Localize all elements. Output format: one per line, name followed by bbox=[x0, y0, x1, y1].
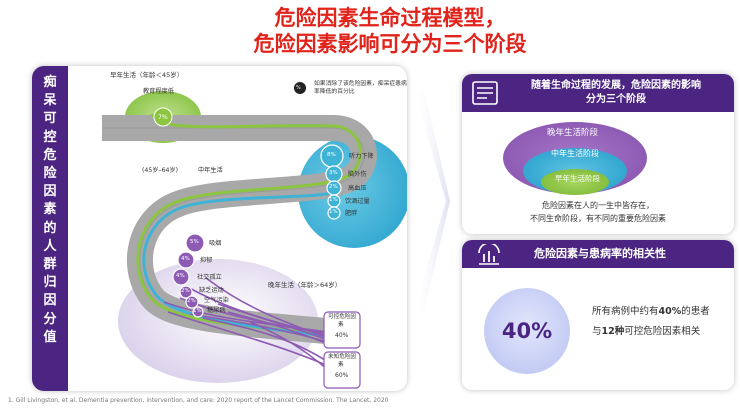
legend-text-1: 如果消除了该危险因素，痴呆症患病 bbox=[314, 81, 407, 87]
legend-symbol: % bbox=[296, 85, 301, 91]
stages-caption-line1: 危险因素在人的一生中皆存在， bbox=[542, 201, 654, 210]
mid-factor-label: 听力下降 bbox=[349, 153, 374, 160]
vertical-title-char: 呆 bbox=[43, 93, 57, 109]
vertical-title-char: 因 bbox=[43, 184, 57, 200]
vertical-title-char: 因 bbox=[43, 293, 57, 309]
late-factor-pct: 2% bbox=[187, 298, 196, 304]
late-factor-label: 缺乏运动 bbox=[199, 287, 224, 294]
legend-symbol-dot bbox=[294, 82, 306, 94]
life-course-model-panel: 痴呆可控危险因素的人群归因分值 bbox=[32, 66, 407, 391]
modifiable-factors-box bbox=[323, 311, 361, 349]
page-title-line1: 危险因素生命过程模型， bbox=[274, 6, 506, 30]
life-course-diagram bbox=[102, 82, 407, 389]
mid-factor-label: 肥胖 bbox=[345, 210, 358, 217]
document-list-icon bbox=[472, 81, 498, 105]
early-factor-dot bbox=[153, 107, 173, 127]
mid-factor-pct: 2% bbox=[329, 184, 338, 190]
education-pct: 7% bbox=[158, 114, 168, 121]
legend-text-2: 率降低的百分比 bbox=[314, 89, 355, 95]
mid-factor-pct: 8% bbox=[327, 152, 336, 158]
vertical-title-char: 分 bbox=[43, 311, 57, 327]
vertical-title-char: 险 bbox=[43, 166, 57, 182]
vertical-title-bar: 痴呆可控危险因素的人群归因分值 bbox=[32, 66, 68, 391]
late-life-label: 晚年生活（年龄＞64岁） bbox=[268, 281, 342, 289]
late-factor-label: 糖尿病 bbox=[207, 307, 226, 314]
vertical-title-char: 群 bbox=[43, 257, 57, 273]
unknown-factors-box bbox=[323, 351, 361, 389]
page-title-line2: 危险因素影响可分为三个阶段 bbox=[253, 32, 527, 56]
vertical-title-char: 控 bbox=[43, 129, 57, 145]
late-stage-label: 晚年生活阶段 bbox=[547, 128, 599, 138]
late-factor-label: 抑郁 bbox=[200, 257, 213, 264]
mid-life-label: 中年生活 bbox=[198, 167, 223, 174]
vertical-title-char: 人 bbox=[43, 238, 57, 254]
correlation-panel: 危险因素与患病率的相关性 40% 所有病例中约有40%的患者 与12种可控危险因… bbox=[462, 240, 734, 390]
late-factor-pct: 5% bbox=[190, 239, 199, 245]
mid-factor-pct: 3% bbox=[329, 170, 338, 176]
mid-factor-label: 高血压 bbox=[348, 185, 367, 192]
three-stages-header: 随着生命过程的发展，危险因素的影响 分为三个阶段 bbox=[462, 74, 734, 112]
education-label: 教育程度低 bbox=[143, 88, 174, 95]
stages-header-line2: 分为三个阶段 bbox=[586, 94, 646, 105]
mid-stage-label: 中年生活阶段 bbox=[551, 149, 599, 158]
chevron-right-icon bbox=[414, 90, 450, 312]
mid-factor-pct: 1% bbox=[329, 197, 338, 203]
unknown-pct: 60% bbox=[335, 372, 349, 379]
stages-header-line1: 随着生命过程的发展，危险因素的影响 bbox=[531, 80, 701, 91]
stages-nested-ellipses bbox=[503, 122, 647, 195]
vertical-title-char: 痴 bbox=[43, 75, 57, 90]
mid-factor-label: 饮酒过量 bbox=[345, 198, 370, 205]
three-stages-panel: 随着生命过程的发展，危险因素的影响 分为三个阶段 晚年生活阶段 中年生活阶段 早… bbox=[462, 74, 734, 234]
bar-chart-icon bbox=[478, 244, 500, 265]
vertical-title-char: 值 bbox=[43, 329, 57, 345]
mid-factor-label: 脑外伤 bbox=[348, 171, 367, 178]
correlation-header-text: 危险因素与患病率的相关性 bbox=[534, 247, 666, 260]
correlation-header: 危险因素与患病率的相关性 bbox=[462, 240, 734, 268]
late-factor-pct: 4% bbox=[176, 273, 185, 279]
late-factor-dots bbox=[172, 233, 205, 318]
correlation-line1: 所有病例中约有40%的患者 bbox=[592, 306, 710, 317]
vertical-title-char: 的 bbox=[43, 220, 57, 236]
modifiable-pct: 40% bbox=[335, 332, 349, 339]
reference-footnote: 1. Gill Livingston, et al. Dementia prev… bbox=[8, 397, 389, 404]
early-stage-label: 早年生活阶段 bbox=[555, 174, 600, 183]
mid-factor-dots bbox=[320, 144, 344, 220]
vertical-title-char: 危 bbox=[43, 147, 57, 163]
unknown-label-1: 未知危险因 bbox=[328, 354, 356, 360]
vertical-title-char: 归 bbox=[43, 275, 57, 291]
late-factor-label: 空气污染 bbox=[204, 297, 229, 304]
late-factor-pct: 1% bbox=[193, 308, 202, 314]
unknown-label-2: 素 bbox=[338, 362, 344, 368]
early-life-label: 早年生活（年龄＜45岁） bbox=[110, 71, 184, 79]
percent-value: 40% bbox=[501, 319, 553, 343]
late-factor-pct: 2% bbox=[181, 288, 190, 294]
vertical-title-char: 素 bbox=[43, 202, 57, 218]
early-stage-ellipse bbox=[541, 169, 609, 195]
stages-caption-line2: 不同生命阶段，有不同的重要危险因素 bbox=[530, 214, 666, 223]
late-factor-pct: 4% bbox=[181, 256, 190, 262]
vertical-title: 痴呆可控危险因素的人群归因分值 bbox=[32, 74, 68, 347]
mid-factor-pct: 1% bbox=[329, 209, 338, 215]
mid-age-label: (45岁–64岁) bbox=[142, 167, 179, 174]
vertical-title-char: 可 bbox=[43, 111, 57, 127]
correlation-line2: 与12种可控危险因素相关 bbox=[592, 326, 701, 337]
modifiable-label-1: 可控危险因 bbox=[328, 314, 356, 320]
late-factor-label: 社交孤立 bbox=[197, 274, 222, 281]
percent-circle bbox=[484, 288, 570, 374]
late-factor-label: 吸烟 bbox=[209, 240, 222, 247]
life-course-road bbox=[102, 113, 377, 344]
modifiable-label-2: 素 bbox=[338, 322, 344, 328]
